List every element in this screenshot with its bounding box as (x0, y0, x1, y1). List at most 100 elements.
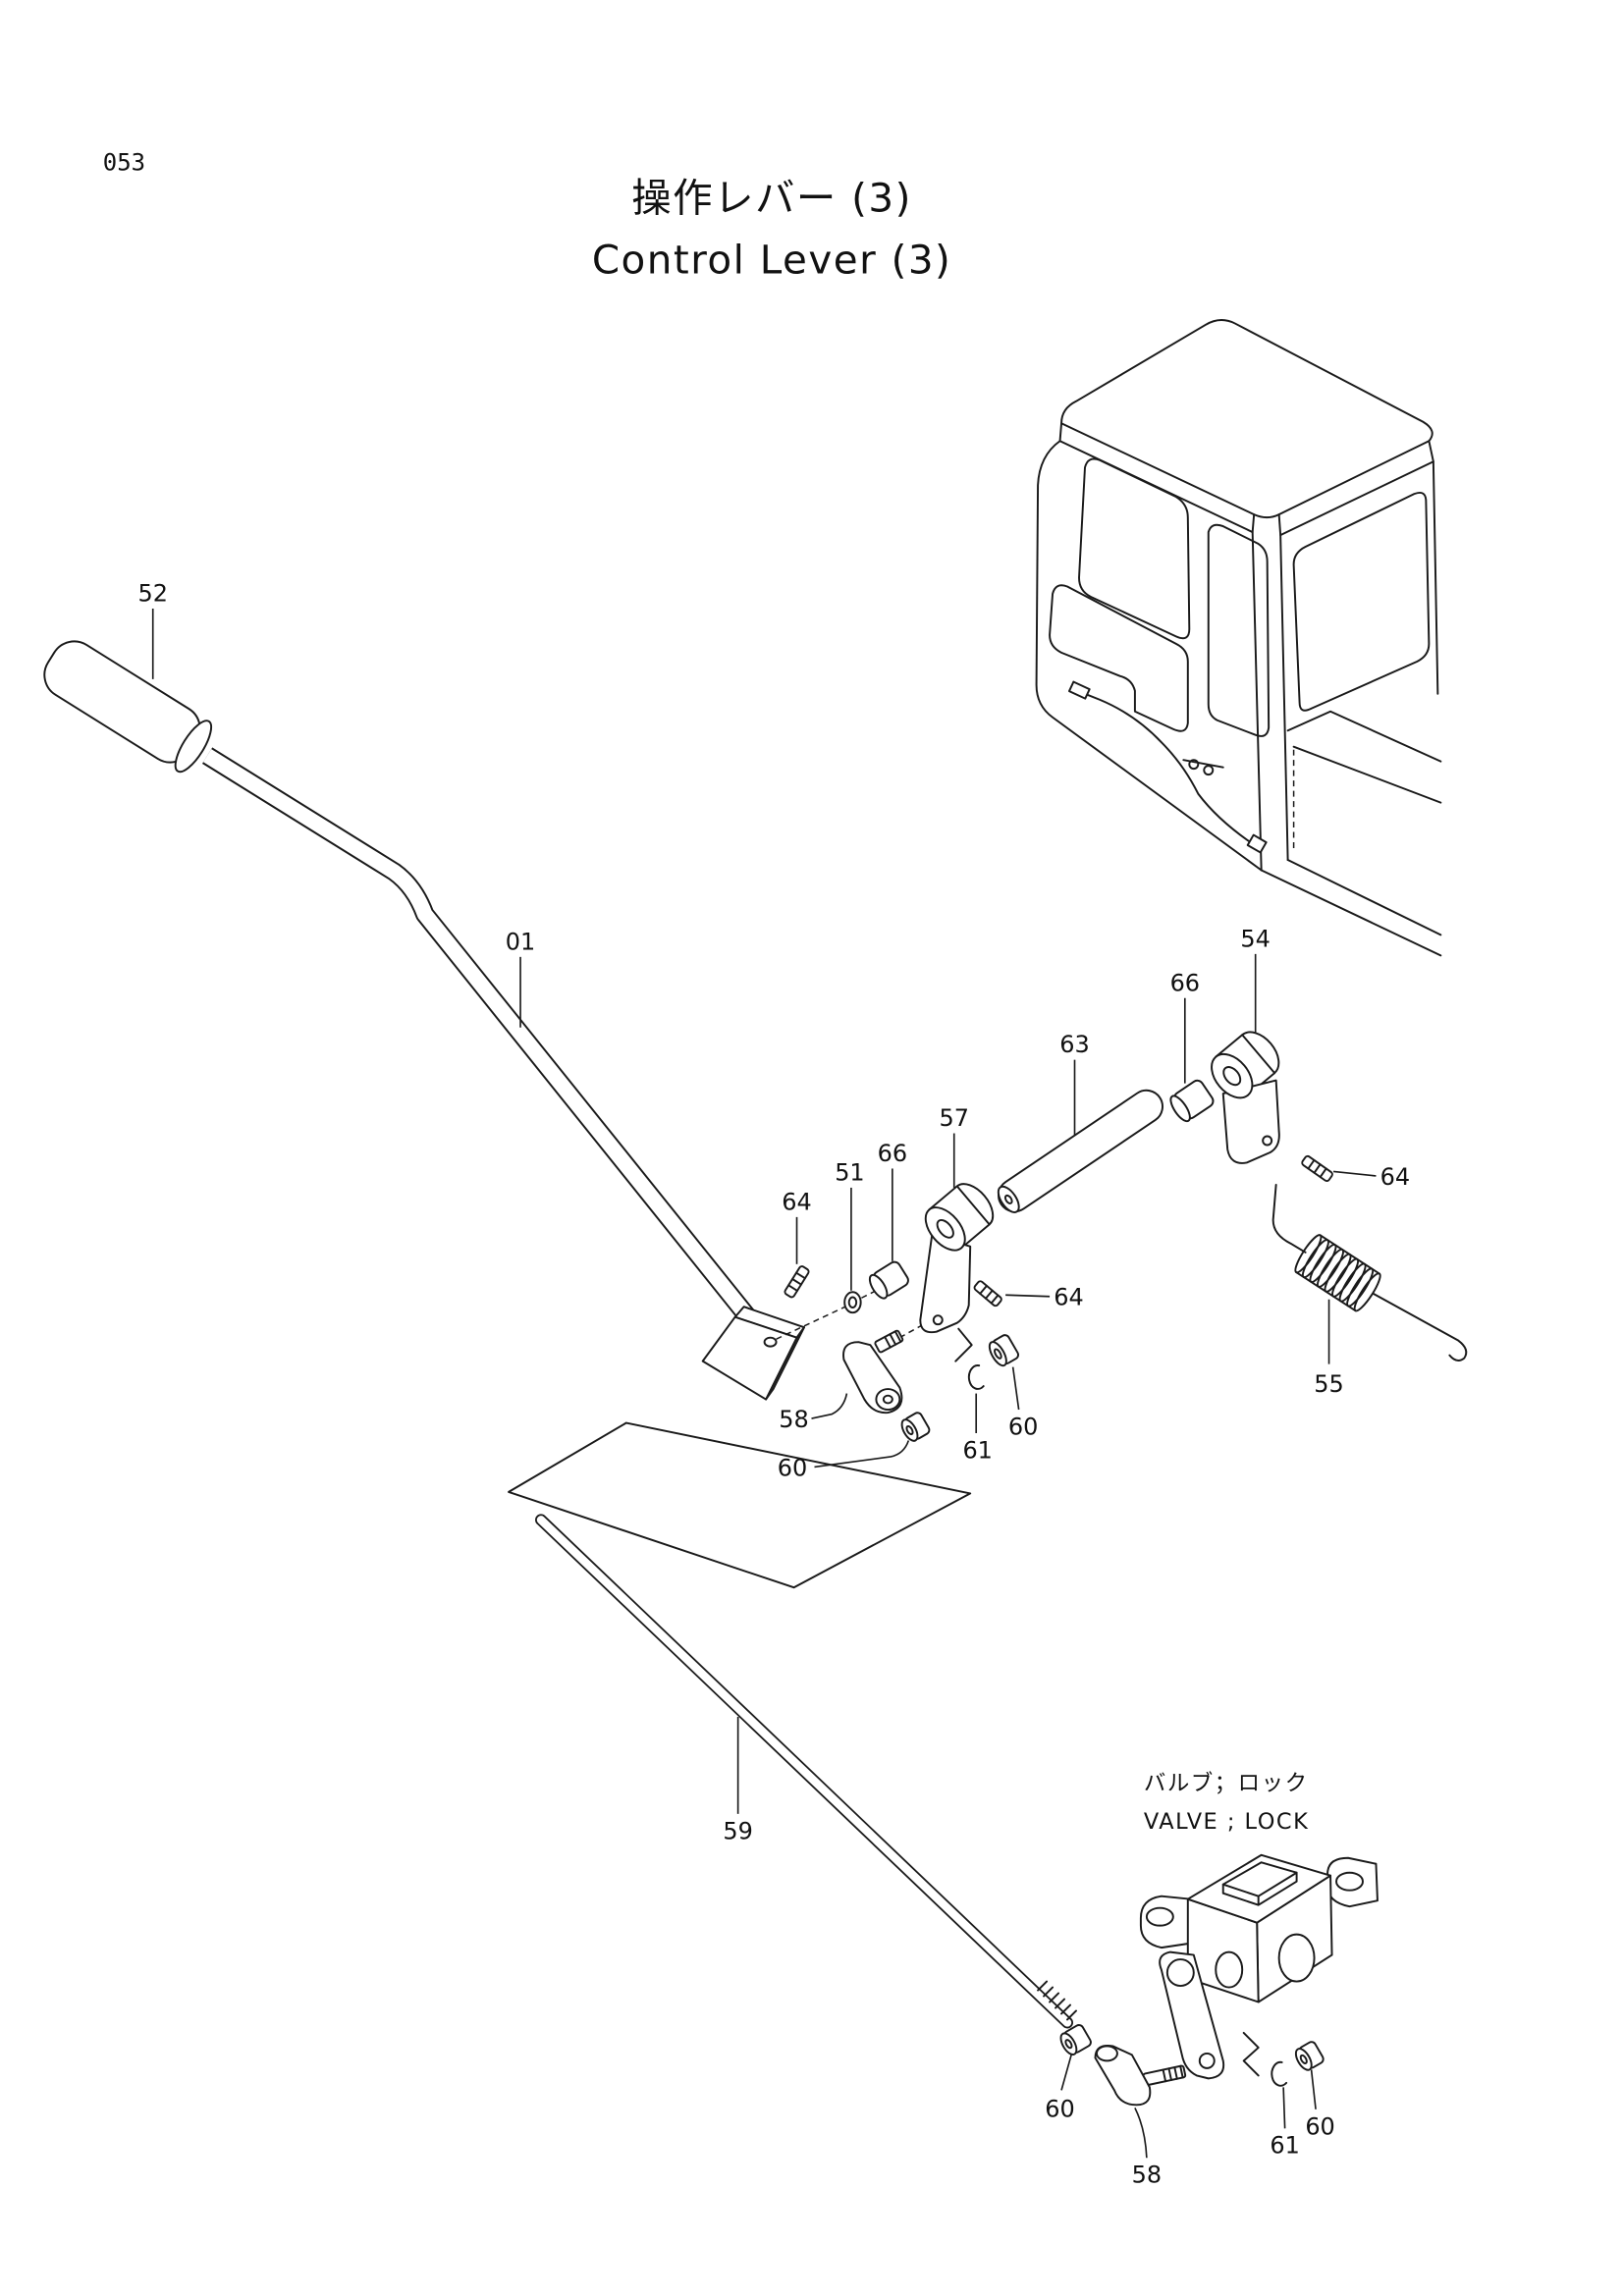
cable-clamp (1203, 765, 1215, 776)
spring-coil (1324, 1253, 1352, 1293)
part-spring-pin (784, 1265, 810, 1299)
rod-end-eye (1095, 2045, 1118, 2062)
valve-ear-hole (1335, 1871, 1364, 1892)
title-english: Control Lever (3) (592, 237, 951, 284)
deck-line (1286, 859, 1442, 936)
stud-body (874, 1329, 904, 1354)
nut-bore (905, 1424, 914, 1436)
callout-label: 64 (782, 1188, 811, 1215)
pin-body (973, 1280, 1002, 1308)
part-bushing (868, 1260, 909, 1300)
bushing-face (868, 1273, 889, 1300)
callout-label: 51 (835, 1158, 864, 1186)
part-shaft (997, 1089, 1163, 1213)
part-snap-ring (1271, 2060, 1288, 2087)
deck-line (1260, 869, 1442, 957)
bushing-face (1169, 1095, 1191, 1123)
stud-thread (884, 1330, 902, 1349)
spring-coil (1317, 1248, 1344, 1288)
part-washer (843, 1291, 862, 1314)
part-snap-ring (967, 1364, 985, 1390)
nut-bore (1064, 2039, 1073, 2050)
part-lever-arm (919, 1183, 995, 1334)
cab-windshield (1292, 491, 1431, 712)
lever-rod-outline (201, 747, 761, 1329)
valve-top-boss-edge (1221, 1871, 1298, 1906)
washer-inner (847, 1296, 858, 1308)
leader-line (1060, 2053, 1073, 2091)
callout-label: 60 (778, 1454, 807, 1481)
callout-labels: 52 01 66 54 63 57 66 51 64 64 64 55 58 6… (137, 579, 1410, 2188)
cable-connector (1067, 680, 1091, 700)
spring-coil (1346, 1267, 1375, 1308)
part-rod-end (1094, 2044, 1187, 2107)
nut-bore (1299, 2054, 1308, 2064)
arm-plate (919, 1233, 972, 1334)
callout-label: 60 (1008, 1413, 1038, 1440)
nut-bore (994, 1348, 1002, 1360)
part-rod-end (842, 1329, 904, 1415)
part-spring-arm (1211, 1031, 1280, 1164)
pin-knurl (1307, 1158, 1327, 1179)
cab-front-post (1432, 460, 1439, 695)
deck-line (1292, 745, 1442, 804)
spring-hook-left (1271, 1183, 1307, 1254)
assembly-relation-outline (508, 1421, 972, 1589)
part-lever-rod (201, 747, 805, 1401)
leader-line (814, 1440, 910, 1468)
cab-corner-pillar (1279, 534, 1289, 861)
lever-block-hole (763, 1336, 778, 1348)
callout-label: 63 (1059, 1031, 1089, 1058)
leader-line (1310, 2069, 1317, 2109)
leader-line (1011, 1366, 1020, 1411)
callout-label: 58 (779, 1406, 808, 1433)
valve-port (1215, 1950, 1244, 1989)
spring-coil (1294, 1234, 1323, 1274)
leader-lines (151, 608, 1377, 2159)
cab-door-window (1207, 523, 1271, 737)
leader-line (1332, 1170, 1377, 1177)
valve-ear-hole (1145, 1906, 1174, 1927)
valve-note-english: VALVE ; LOCK (1144, 1809, 1309, 1835)
part-nut (1059, 2024, 1092, 2056)
part-spring-pin (1301, 1154, 1333, 1183)
shaft-body (998, 1089, 1163, 1213)
arm-hub-bore (936, 1218, 954, 1239)
callout-label: 54 (1240, 925, 1270, 952)
callout-label: 64 (1054, 1284, 1083, 1311)
pin-knurl (979, 1284, 1000, 1305)
arm-pin-hole (932, 1314, 944, 1326)
callout-label: 60 (1045, 2095, 1074, 2122)
callout-label: 58 (1132, 2162, 1162, 2189)
part-bushing (1169, 1079, 1215, 1123)
valve-lever-hub (1165, 1958, 1195, 1988)
title-japanese: 操作レバー (3) (631, 175, 912, 222)
valve-lever-pin-hole (1198, 2052, 1216, 2069)
deck-line (1286, 710, 1442, 763)
valve-port (1277, 1933, 1316, 1983)
rod-thread (1037, 1980, 1077, 2021)
part-connecting-rod (535, 1514, 1077, 2029)
cable-branch (1182, 759, 1224, 769)
part-nut (988, 1334, 1019, 1367)
rod-end-bore (882, 1394, 893, 1405)
spring-coil (1353, 1272, 1381, 1312)
lever-rod-fill (203, 749, 759, 1328)
excavator-cab (1035, 319, 1442, 957)
retainer-bracket-mark (1242, 2031, 1260, 2077)
part-grip (43, 640, 213, 774)
part-spring-pin (973, 1280, 1002, 1308)
cab-corner-pillar (1251, 531, 1263, 872)
callout-label: 61 (1270, 2132, 1299, 2160)
spring-outline (1295, 1234, 1380, 1312)
arm-pin-hole (1262, 1135, 1273, 1147)
spring-hook-right (1372, 1292, 1468, 1362)
spring-coil (1309, 1243, 1337, 1284)
arm-hub-bore (1222, 1066, 1242, 1087)
page-number: 053 (103, 149, 145, 177)
cab-side-panel (1035, 440, 1263, 872)
leader-line (1282, 2087, 1286, 2129)
valve-lock-assembly (1139, 1853, 1379, 2080)
callout-label: 55 (1314, 1370, 1343, 1398)
